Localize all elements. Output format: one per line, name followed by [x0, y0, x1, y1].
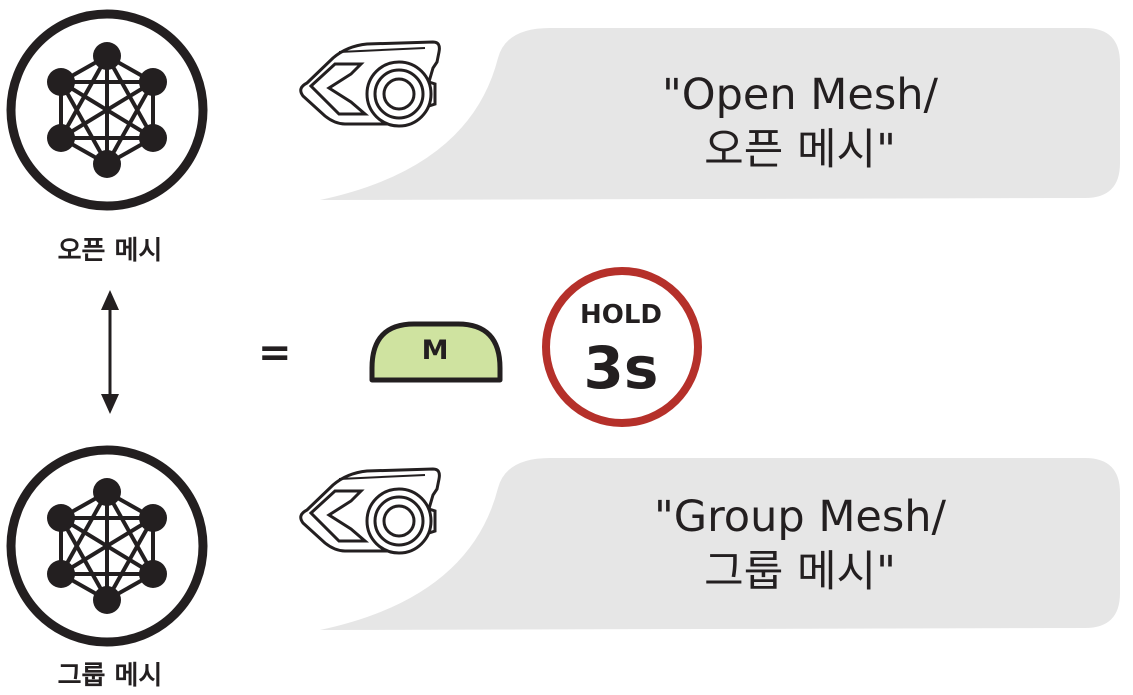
hold-timer-icon — [542, 267, 702, 427]
speech-bubble-bottom — [320, 458, 1120, 630]
speech-text-bottom-line1: "Group Mesh/ — [653, 492, 947, 542]
double-arrow-icon — [101, 290, 119, 414]
headset-icon — [299, 40, 441, 128]
hold-label: HOLD — [579, 300, 662, 330]
m-button-icon — [369, 321, 503, 383]
speech-text-top-line2: 오픈 메시" — [704, 125, 896, 175]
speech-bubble-top — [320, 28, 1120, 200]
equals-sign: = — [258, 330, 292, 376]
speech-text-top-line1: "Open Mesh/ — [662, 70, 938, 120]
mesh-network-icon — [6, 9, 208, 211]
headset-icon — [299, 467, 441, 555]
m-button-label: M — [421, 335, 449, 366]
mesh-network-icon — [6, 445, 208, 647]
hold-duration: 3s — [583, 334, 659, 402]
mode-label-bottom: 그룹 메시 — [57, 661, 163, 691]
mode-label-top: 오픈 메시 — [57, 236, 163, 266]
speech-text-bottom-line2: 그룹 메시" — [704, 547, 896, 597]
